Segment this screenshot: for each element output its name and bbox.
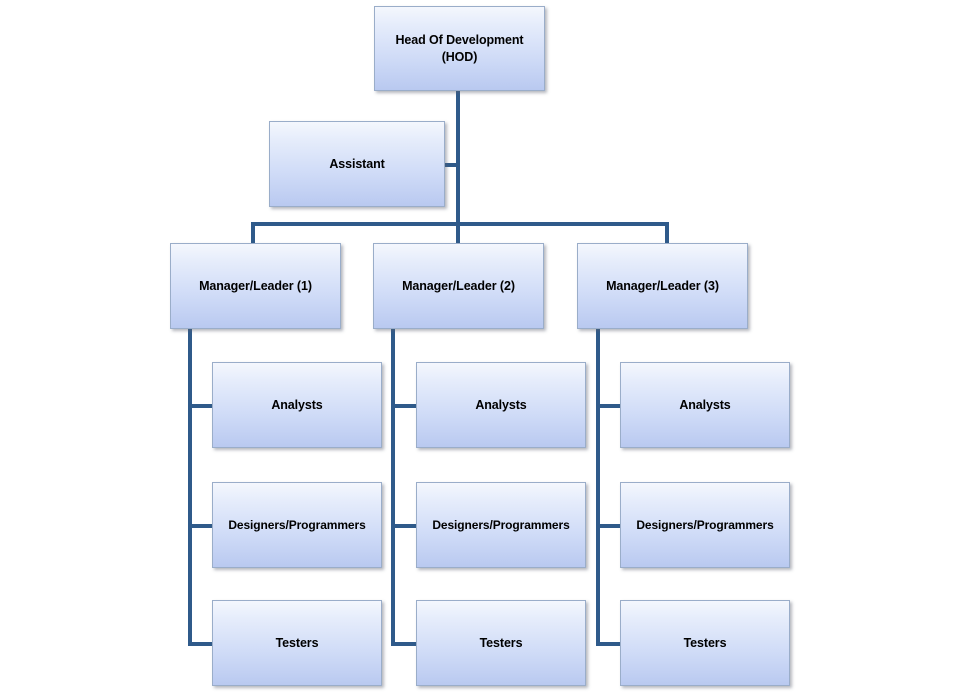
node-label-team-1-designers-programmers: Designers/Programmers	[228, 517, 366, 532]
node-label-team-3-testers: Testers	[683, 635, 727, 650]
node-label-assistant: Assistant	[329, 156, 385, 171]
node-manager-3[interactable]: Manager/Leader (3)	[577, 243, 748, 329]
node-team-2-testers[interactable]: Testers	[416, 600, 586, 686]
node-team-1-testers[interactable]: Testers	[212, 600, 382, 686]
node-label-team-2-analysts: Analysts	[475, 397, 527, 412]
node-label-head-of-development: Head Of Development (HOD)	[395, 32, 524, 64]
connector-stub-team-1-member-3	[188, 642, 214, 646]
node-team-2-designers-programmers[interactable]: Designers/Programmers	[416, 482, 586, 568]
connector-assistant-stub	[443, 163, 460, 167]
node-label-team-1-testers: Testers	[275, 635, 319, 650]
node-team-1-designers-programmers[interactable]: Designers/Programmers	[212, 482, 382, 568]
node-team-3-analysts[interactable]: Analysts	[620, 362, 790, 448]
connector-drop-manager-1	[251, 222, 255, 244]
node-team-1-analysts[interactable]: Analysts	[212, 362, 382, 448]
node-label-team-2-designers-programmers: Designers/Programmers	[432, 517, 570, 532]
connector-spine-team-3	[596, 328, 600, 645]
node-team-3-testers[interactable]: Testers	[620, 600, 790, 686]
connector-stub-team-3-member-2	[596, 524, 622, 528]
node-manager-2[interactable]: Manager/Leader (2)	[373, 243, 544, 329]
node-label-manager-3: Manager/Leader (3)	[606, 278, 719, 293]
connector-stub-team-3-member-3	[596, 642, 622, 646]
connector-stub-team-2-member-1	[391, 404, 417, 408]
connector-drop-manager-3	[665, 222, 669, 244]
connector-drop-manager-2	[456, 222, 460, 244]
connector-spine-team-2	[391, 328, 395, 645]
node-label-manager-1: Manager/Leader (1)	[199, 278, 312, 293]
connector-stub-team-1-member-1	[188, 404, 214, 408]
node-head-of-development[interactable]: Head Of Development (HOD)	[374, 6, 545, 91]
node-label-manager-2: Manager/Leader (2)	[402, 278, 515, 293]
connector-stub-team-1-member-2	[188, 524, 214, 528]
node-manager-1[interactable]: Manager/Leader (1)	[170, 243, 341, 329]
connector-stub-team-2-member-2	[391, 524, 417, 528]
connector-stub-team-3-member-1	[596, 404, 622, 408]
node-team-3-designers-programmers[interactable]: Designers/Programmers	[620, 482, 790, 568]
node-label-team-3-analysts: Analysts	[679, 397, 731, 412]
connector-manager-bus	[251, 222, 669, 226]
connector-spine-team-1	[188, 328, 192, 645]
node-label-team-2-testers: Testers	[479, 635, 523, 650]
node-assistant[interactable]: Assistant	[269, 121, 445, 207]
node-team-2-analysts[interactable]: Analysts	[416, 362, 586, 448]
node-label-team-1-analysts: Analysts	[271, 397, 323, 412]
connector-stub-team-2-member-3	[391, 642, 417, 646]
node-label-team-3-designers-programmers: Designers/Programmers	[636, 517, 774, 532]
connector-hod-trunk	[456, 90, 460, 224]
